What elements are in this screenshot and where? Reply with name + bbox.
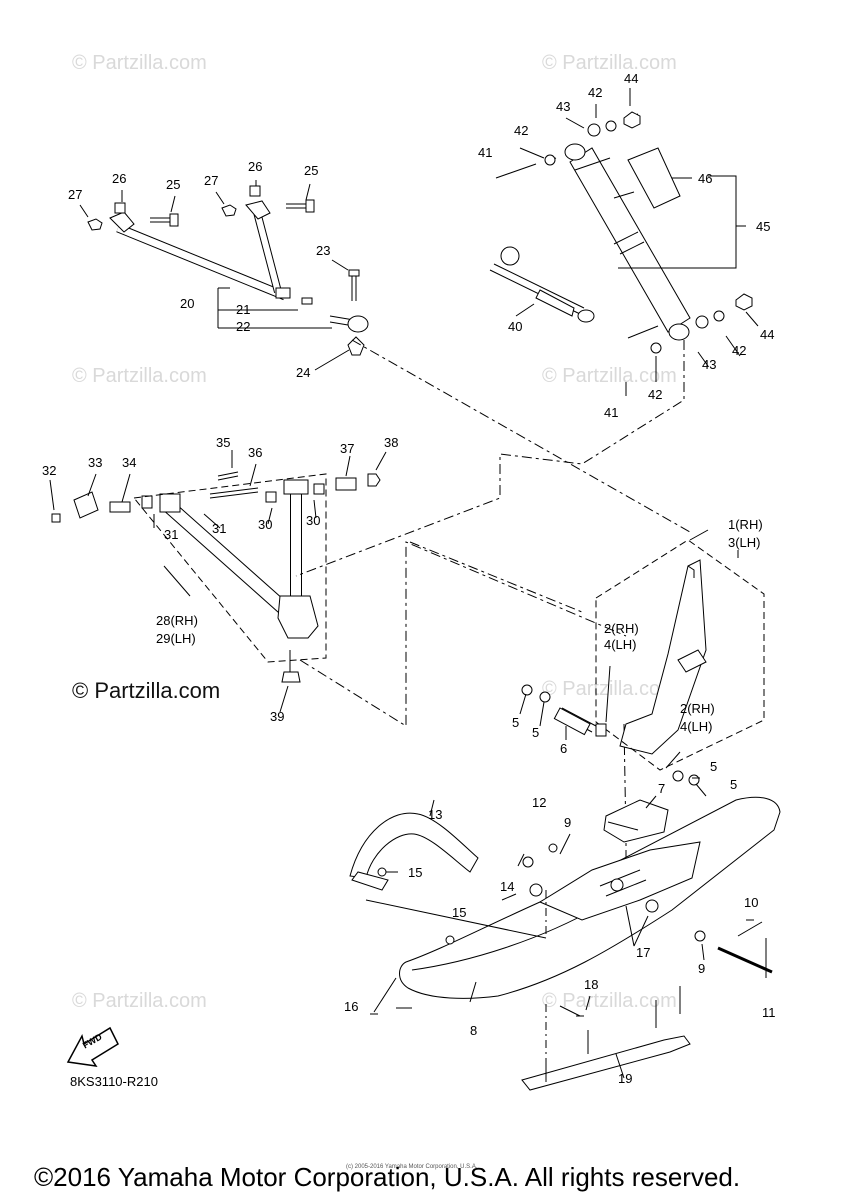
callout: 5 — [512, 715, 520, 730]
callout: 11 — [762, 1005, 776, 1020]
callout: 30 — [258, 517, 273, 532]
callout: 2(RH) — [680, 701, 715, 716]
shock-absorber — [564, 143, 691, 341]
callout: 25 — [166, 177, 181, 192]
callout: 6 — [560, 741, 568, 756]
callout: 2(RH) — [604, 621, 639, 636]
callout: 4(LH) — [604, 637, 637, 652]
callout: 46 — [698, 171, 713, 186]
callout: 3(LH) — [728, 535, 761, 550]
callout: 41 — [478, 145, 493, 160]
callout: 42 — [514, 123, 529, 138]
callout: 17 — [636, 945, 651, 960]
callout: 31 — [164, 527, 179, 542]
callout: 22 — [236, 319, 251, 334]
spindle — [619, 559, 707, 755]
callout: 15 — [408, 865, 423, 880]
callout: 12 — [532, 795, 547, 810]
callout: 14 — [500, 879, 515, 894]
callout: 1(RH) — [728, 517, 763, 532]
callout: 28(RH) — [156, 613, 198, 628]
watermark: © Partzilla.com — [542, 990, 677, 1012]
callout: 41 — [604, 405, 619, 420]
fine-print: (c) 2005-2016 Yamaha Motor Corporation, … — [346, 1164, 478, 1170]
ski-handle — [349, 812, 479, 891]
copyright-footer: ©2016 Yamaha Motor Corporation, U.S.A. A… — [34, 1162, 741, 1192]
watermark: © Partzilla.com — [542, 52, 677, 74]
callout: 26 — [248, 159, 263, 174]
callout: 44 — [624, 71, 639, 86]
callout: 31 — [212, 521, 227, 536]
watermark: © Partzilla.com — [72, 990, 207, 1012]
callout: 25 — [304, 163, 319, 178]
callout: 39 — [270, 709, 285, 724]
callout: 38 — [384, 435, 399, 450]
ski — [399, 796, 781, 999]
callout: 19 — [618, 1071, 633, 1086]
callout: 36 — [248, 445, 263, 460]
callout: 37 — [340, 441, 355, 456]
callout: 42 — [732, 343, 747, 358]
callout: 24 — [296, 365, 311, 380]
callout: 35 — [216, 435, 231, 450]
callout: 8 — [470, 1023, 478, 1038]
watermark: © Partzilla.com — [542, 365, 677, 387]
watermark-prominent: © Partzilla.com — [72, 678, 221, 703]
watermark: © Partzilla.com — [72, 52, 207, 74]
callout: 33 — [88, 455, 103, 470]
callout: 5 — [532, 725, 540, 740]
watermark: © Partzilla.com — [542, 678, 677, 700]
callout: 27 — [204, 173, 219, 188]
callout: 5 — [730, 777, 738, 792]
callout: 4(LH) — [680, 719, 713, 734]
callout: 18 — [584, 977, 599, 992]
callout: 43 — [702, 357, 717, 372]
callout: 44 — [760, 327, 775, 342]
callout: 42 — [588, 85, 603, 100]
callout: 29(LH) — [156, 631, 196, 646]
callout: 10 — [744, 895, 759, 910]
callout: 42 — [648, 387, 663, 402]
callout: 26 — [112, 171, 127, 186]
gauge-tool — [489, 246, 595, 323]
runner — [521, 986, 691, 1091]
lower-a-arm — [159, 479, 319, 639]
callout: 9 — [564, 815, 572, 830]
callout: 15 — [452, 905, 467, 920]
callout: 30 — [306, 513, 321, 528]
callout: 43 — [556, 99, 571, 114]
callout: 13 — [428, 807, 443, 822]
assembly-guide-lines — [295, 339, 691, 880]
callout: 23 — [316, 243, 331, 258]
callout: 45 — [756, 219, 771, 234]
callout: 27 — [68, 187, 83, 202]
watermark: © Partzilla.com — [72, 365, 207, 387]
steering-arm — [109, 200, 369, 356]
callout: 32 — [42, 463, 57, 478]
callout: 9 — [698, 961, 706, 976]
callout: 5 — [710, 759, 718, 774]
fwd-arrow — [66, 1026, 119, 1067]
callout: 34 — [122, 455, 137, 470]
callout: 7 — [658, 781, 666, 796]
callout: 20 — [180, 296, 195, 311]
callout: 21 — [236, 302, 251, 317]
diagram-code: 8KS3110-R210 — [70, 1074, 158, 1089]
callout: 16 — [344, 999, 359, 1014]
callout: 40 — [508, 319, 523, 334]
